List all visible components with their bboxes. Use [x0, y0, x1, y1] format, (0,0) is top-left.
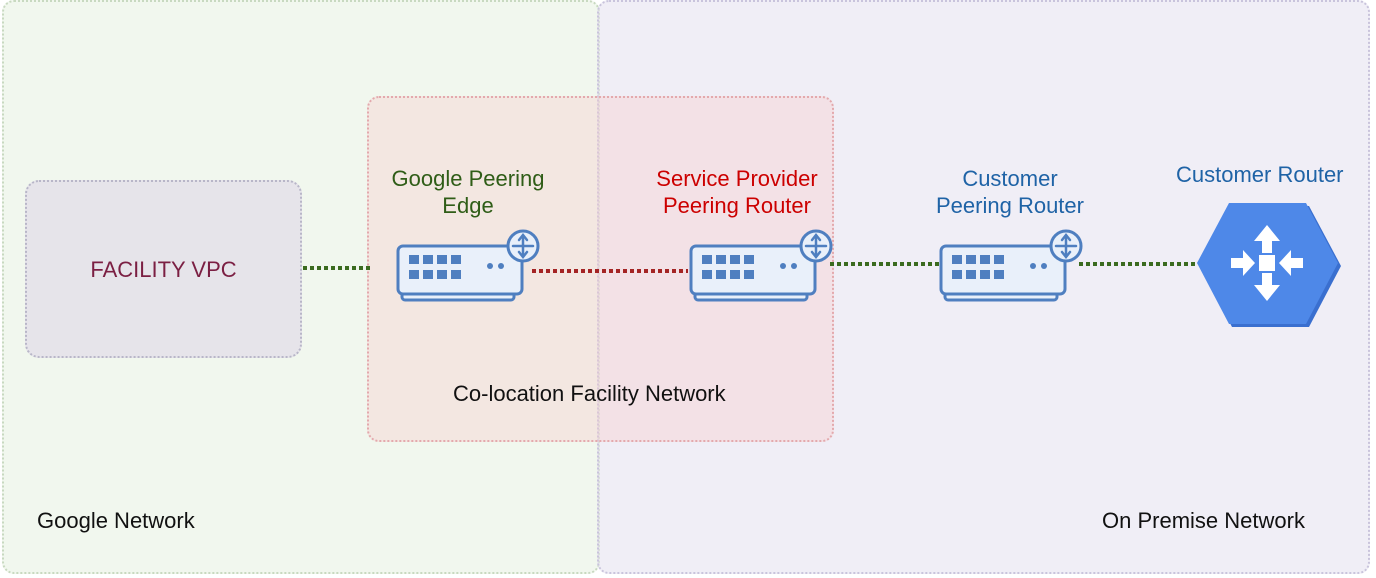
- customer-peering-router-label: Customer Peering Router: [910, 165, 1110, 219]
- on-premise-network-label: On Premise Network: [1102, 508, 1305, 533]
- customer-peering-router-label-line2: Peering Router: [936, 193, 1084, 218]
- customer-router-label: Customer Router: [1176, 162, 1344, 187]
- router-icon: [689, 229, 833, 302]
- colocation-facility-label: Co-location Facility Network: [453, 381, 726, 406]
- google-peering-edge-label-line2: Edge: [442, 193, 494, 218]
- router-icon: [396, 229, 540, 302]
- service-provider-router-label: Service Provider Peering Router: [631, 165, 843, 219]
- facility-vpc-node: FACILITY VPC: [25, 180, 302, 358]
- google-peering-edge-label: Google Peering Edge: [368, 165, 568, 219]
- service-provider-router-label-line1: Service Provider: [656, 166, 818, 191]
- service-provider-router-label-line2: Peering Router: [663, 193, 811, 218]
- customer-peering-router-label-line1: Customer: [962, 166, 1058, 191]
- facility-vpc-label: FACILITY VPC: [90, 256, 237, 282]
- router-icon: [939, 229, 1083, 302]
- customer-router-hex-icon: [1197, 203, 1341, 327]
- google-peering-edge-label-line1: Google Peering: [391, 166, 545, 191]
- google-network-label: Google Network: [37, 508, 195, 533]
